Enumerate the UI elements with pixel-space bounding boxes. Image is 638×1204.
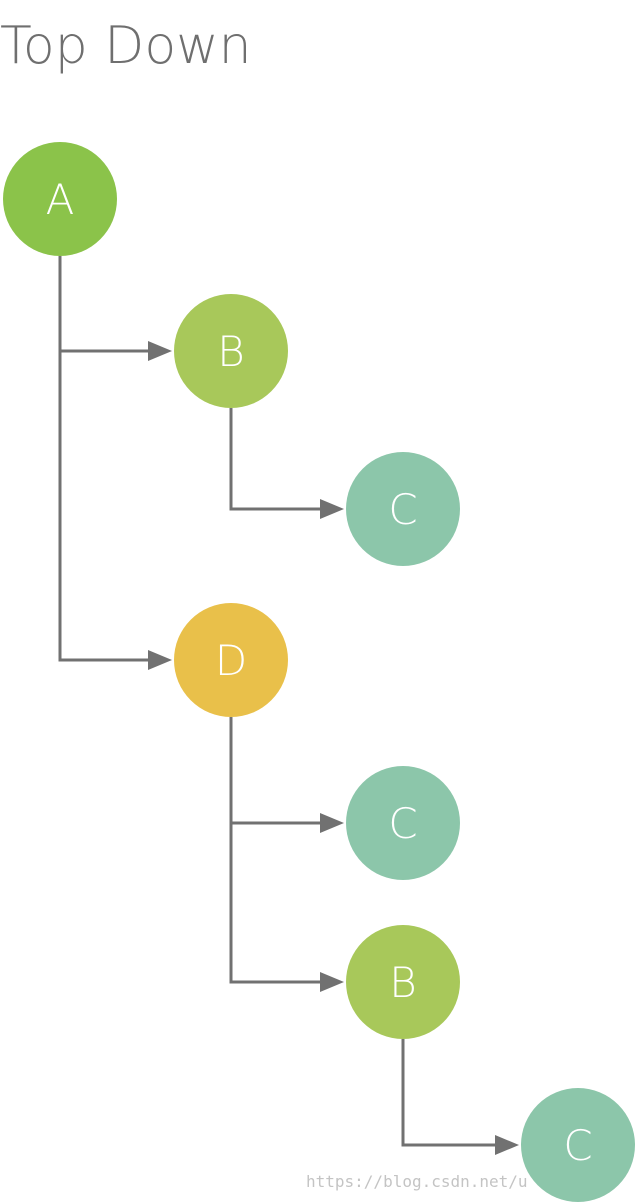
edge-line <box>229 408 322 511</box>
edge-n1-n4 <box>58 256 172 670</box>
arrowhead-icon <box>148 650 172 670</box>
node-label: B <box>389 958 417 1007</box>
node-label: C <box>563 1121 592 1170</box>
node-c-n7: C <box>521 1088 635 1202</box>
node-circle <box>346 452 460 566</box>
node-circle <box>521 1088 635 1202</box>
edge-n2-n3 <box>229 408 344 519</box>
edge-line <box>401 1039 497 1147</box>
node-c-n5: C <box>346 766 460 880</box>
arrowhead-icon <box>148 341 172 361</box>
node-b-n2: B <box>174 294 288 408</box>
node-circle <box>174 294 288 408</box>
edge-n4-n6 <box>229 717 344 992</box>
edge-line <box>58 256 150 353</box>
node-circle <box>346 766 460 880</box>
edge-line <box>58 256 150 662</box>
arrowhead-icon <box>495 1135 519 1155</box>
node-circle <box>174 603 288 717</box>
edge-line <box>229 717 322 825</box>
node-label: D <box>215 636 247 685</box>
edge-n4-n5 <box>229 717 344 833</box>
node-c-n3: C <box>346 452 460 566</box>
watermark-url: https://blog.csdn.net/u <box>306 1172 528 1191</box>
node-label: B <box>217 327 245 376</box>
edge-n6-n7 <box>401 1039 519 1155</box>
node-label: A <box>46 175 75 224</box>
nodes-layer: A B C D C B C <box>3 142 635 1202</box>
arrowhead-icon <box>320 813 344 833</box>
edge-n1-n2 <box>58 256 172 361</box>
node-b-n6: B <box>346 925 460 1039</box>
node-circle <box>346 925 460 1039</box>
edge-line <box>229 717 322 984</box>
node-label: C <box>388 799 417 848</box>
node-label: C <box>388 485 417 534</box>
diagram-title: Top Down <box>0 16 252 76</box>
arrowhead-icon <box>320 499 344 519</box>
node-circle <box>3 142 117 256</box>
arrowhead-icon <box>320 972 344 992</box>
node-a-n1: A <box>3 142 117 256</box>
edges-layer <box>58 256 519 1155</box>
node-d-n4: D <box>174 603 288 717</box>
